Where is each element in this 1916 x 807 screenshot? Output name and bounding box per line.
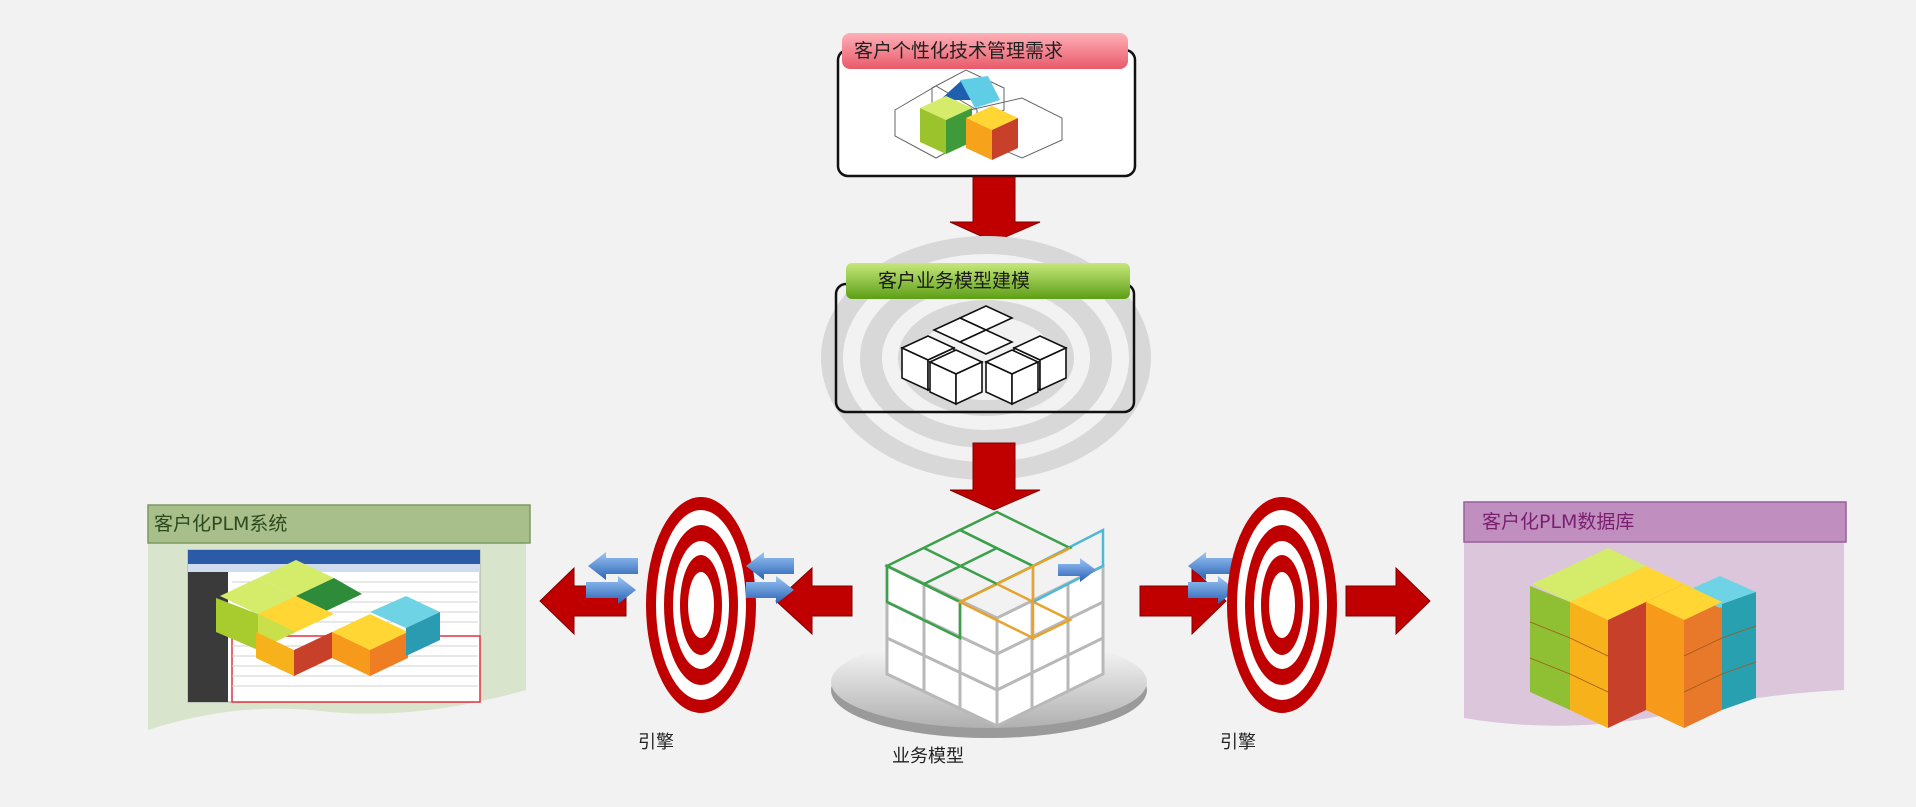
center-swap-arrow xyxy=(1058,558,1096,582)
left-panel-header xyxy=(147,504,531,544)
left-cube-stack xyxy=(216,560,440,676)
mid-node xyxy=(821,236,1151,480)
top-lime-cube xyxy=(920,96,972,154)
top-node-title-bar xyxy=(842,33,1128,69)
top-blue-shape xyxy=(940,80,975,100)
top-node-title: 客户个性化技术管理需求 xyxy=(854,40,1064,62)
engine-right-label: 引擎 xyxy=(1220,732,1256,753)
mid-white-cubes xyxy=(900,305,1068,406)
left-target-engine xyxy=(646,497,756,713)
engine-left-label: 引擎 xyxy=(638,732,674,753)
business-model-label: 业务模型 xyxy=(892,746,964,767)
left-arrow-outer xyxy=(539,566,627,636)
mid-node-title: 客户业务模型建模 xyxy=(878,270,1031,292)
right-panel-header xyxy=(1463,501,1847,543)
top-node xyxy=(836,33,1137,178)
right-swap-arrows xyxy=(1188,552,1238,604)
left-swap-arrows xyxy=(586,552,794,604)
down-arrow-2 xyxy=(949,442,1041,511)
right-panel xyxy=(1463,501,1847,728)
left-arrow-inner xyxy=(775,566,853,636)
top-cyan-shape xyxy=(960,76,1000,108)
left-panel-title: 客户化PLM系统 xyxy=(154,513,288,535)
right-arrow-inner xyxy=(1139,566,1227,636)
right-panel-title: 客户化PLM数据库 xyxy=(1482,511,1635,533)
down-arrow-1 xyxy=(949,176,1041,243)
left-panel xyxy=(147,504,531,730)
right-target-engine xyxy=(1227,497,1337,713)
mid-node-title-bar xyxy=(846,263,1130,299)
top-yellow-cube xyxy=(966,106,1018,160)
right-cube-stack xyxy=(1529,548,1757,728)
right-arrow-outer xyxy=(1345,566,1431,636)
business-model-cube xyxy=(831,510,1147,738)
